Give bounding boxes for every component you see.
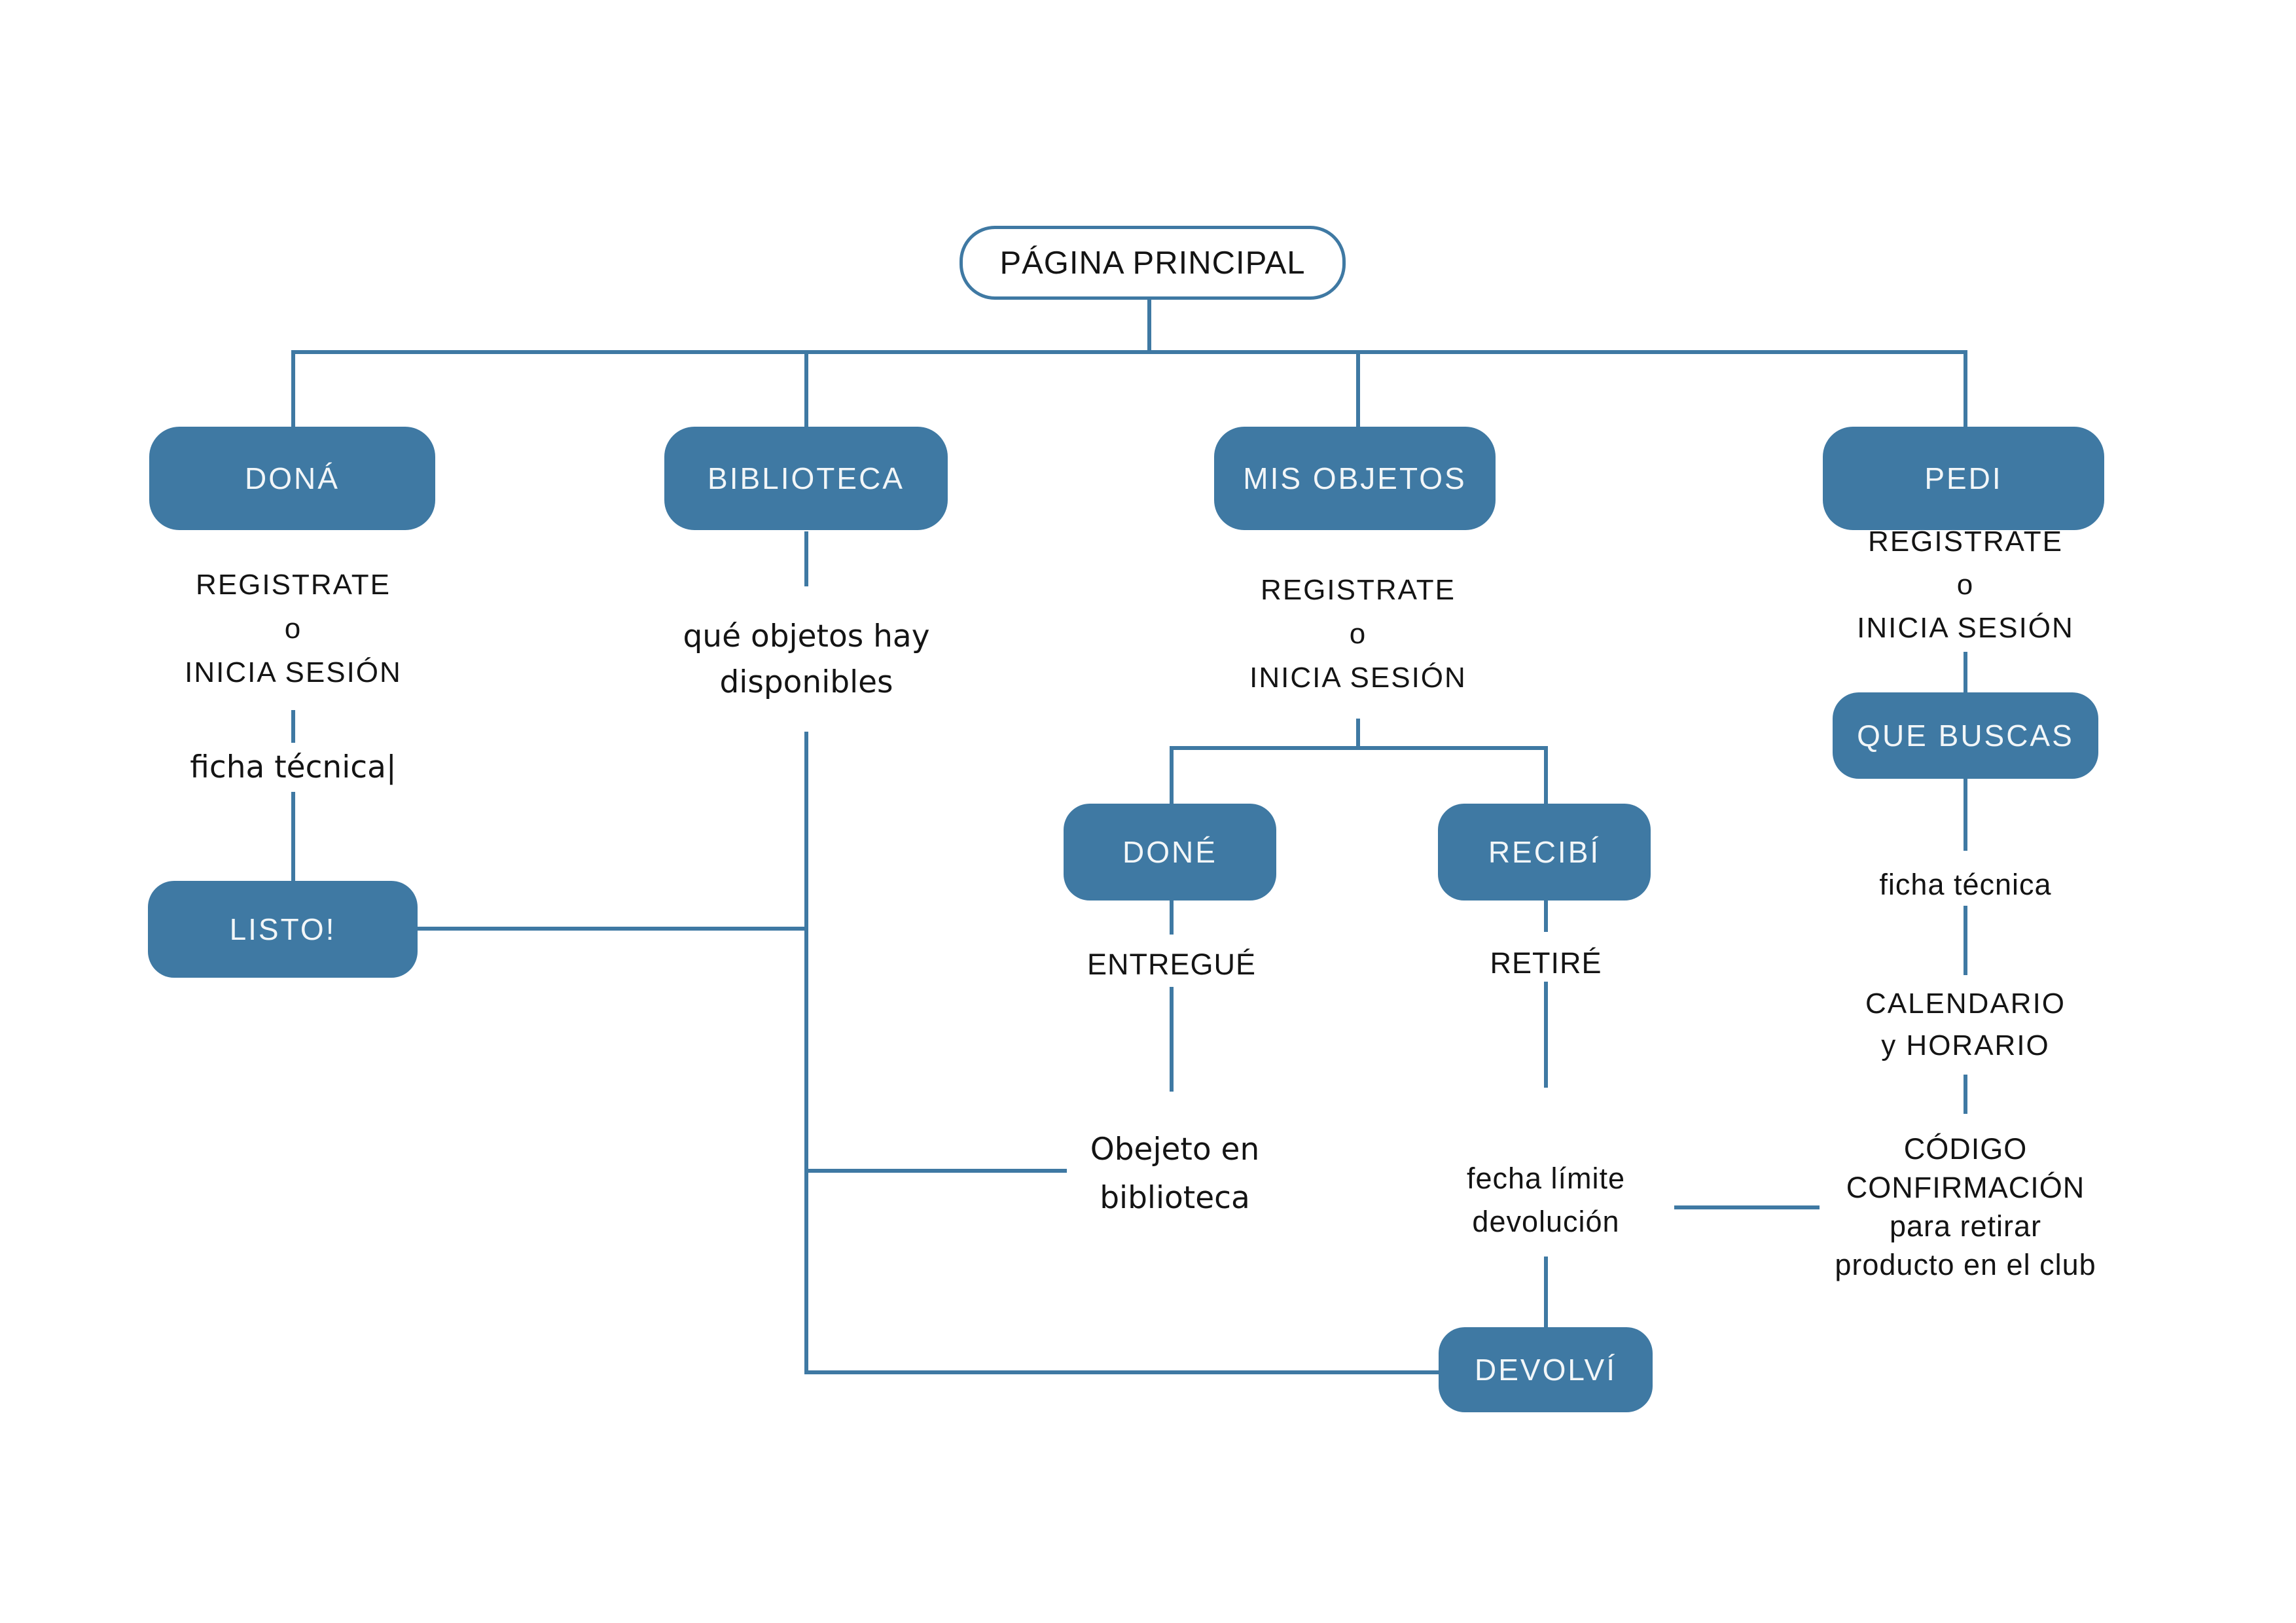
dona-ficha-tecnica-text: ficha técnica| [90, 745, 496, 791]
text-line: CONFIRMACIÓN [1846, 1171, 2085, 1204]
text-line: biblioteca [1100, 1180, 1250, 1216]
connector-done-to-entregue [1170, 901, 1174, 935]
text-line: ficha técnica| [190, 749, 397, 785]
text-line: CALENDARIO [1865, 988, 2066, 1020]
biblioteca-desc-text: qué objetos hay disponibles [603, 614, 1009, 705]
connector-trunk-to-dona [291, 350, 295, 428]
connector-to-devolvi [804, 1370, 1439, 1374]
mis-objetos-register-text: REGISTRATE o INICIA SESIÓN [1155, 568, 1561, 700]
connector-split-to-done [1170, 746, 1174, 804]
text-line: RETIRÉ [1490, 946, 1602, 980]
connector-ficha-to-listo [291, 792, 295, 881]
connector-split-bar [1170, 746, 1548, 750]
retire-text: RETIRÉ [1343, 942, 1749, 984]
objeto-biblioteca-text: Obejeto en biblioteca [972, 1126, 1378, 1222]
text-line: INICIA SESIÓN [185, 656, 402, 688]
connector-entregue-to-objeto [1170, 987, 1174, 1092]
connector-trunk-to-pedi [1964, 350, 1967, 428]
dona-register-text: REGISTRATE o INICIA SESIÓN [90, 563, 496, 694]
text-line: qué objetos hay [683, 618, 930, 654]
node-dona: DONÁ [149, 427, 435, 530]
node-recibi: RECIBÍ [1438, 804, 1651, 901]
text-line: disponibles [719, 664, 893, 700]
connector-root-to-trunk [1147, 293, 1151, 352]
text-line: REGISTRATE [1261, 574, 1456, 606]
connector-fecha-to-devolvi [1544, 1257, 1548, 1327]
text-line: devolución [1472, 1205, 1620, 1238]
connector-recibi-to-retire [1544, 901, 1548, 932]
connector-mis-objetos-drop [1356, 719, 1360, 750]
node-mis-objetos: MIS OBJETOS [1214, 427, 1496, 530]
calendario-horario-text: CALENDARIO y HORARIO [1763, 983, 2168, 1067]
entregue-text: ENTREGUÉ [969, 944, 1374, 986]
fecha-limite-text: fecha límite devolución [1343, 1157, 1749, 1243]
text-line: o [1349, 618, 1367, 650]
text-line: Obejeto en [1090, 1132, 1260, 1168]
pedi-register-text: REGISTRATE o INICIA SESIÓN [1763, 520, 2168, 650]
node-listo: LISTO! [148, 881, 418, 978]
connector-ficha-to-calendario [1964, 906, 1967, 975]
node-pedi: PEDI [1823, 427, 2104, 530]
text-line: o [1956, 569, 1975, 601]
connector-fecha-to-codigo [1674, 1205, 1820, 1209]
text-line: INICIA SESIÓN [1249, 662, 1467, 694]
connector-trunk-to-mis-objetos [1356, 350, 1360, 428]
pedi-ficha-tecnica-text: ficha técnica [1763, 864, 2168, 906]
connector-que-buscas-to-ficha [1964, 779, 1967, 851]
connector-trunk-to-biblioteca [804, 350, 808, 428]
text-line: producto en el club [1835, 1248, 2096, 1281]
text-line: y HORARIO [1881, 1029, 2050, 1061]
text-line: REGISTRATE [196, 569, 391, 601]
connector-listo-to-biblioteca-line [418, 927, 806, 931]
connector-trunk [291, 350, 1967, 354]
connector-split-to-recibi [1544, 746, 1548, 804]
text-line: ENTREGUÉ [1086, 948, 1257, 981]
connector-biblioteca-to-desc [804, 531, 808, 586]
connector-dona-register-to-ficha [291, 710, 295, 743]
connector-calendario-to-codigo [1964, 1075, 1967, 1114]
connector-retire-to-fecha [1544, 982, 1548, 1088]
connector-to-objeto-biblioteca [806, 1169, 1067, 1173]
node-que-buscas: QUE BUSCAS [1833, 692, 2098, 779]
node-devolvi: DEVOLVÍ [1439, 1327, 1653, 1412]
text-line: INICIA SESIÓN [1857, 612, 2074, 644]
text-line: CÓDIGO [1903, 1132, 2028, 1166]
text-line: para retirar [1889, 1209, 2042, 1243]
codigo-confirmacion-text: CÓDIGO CONFIRMACIÓN para retirar product… [1763, 1130, 2168, 1284]
node-biblioteca: BIBLIOTECA [664, 427, 948, 530]
node-pagina-principal: PÁGINA PRINCIPAL [960, 226, 1346, 300]
node-done: DONÉ [1064, 804, 1276, 901]
connector-biblioteca-main-drop [804, 732, 808, 1374]
text-line: ficha técnica [1879, 868, 2052, 901]
text-line: o [284, 613, 302, 645]
text-line: REGISTRATE [1868, 526, 2063, 558]
text-line: fecha límite [1466, 1162, 1626, 1195]
connector-pedi-register-to-que-buscas [1964, 652, 1967, 692]
